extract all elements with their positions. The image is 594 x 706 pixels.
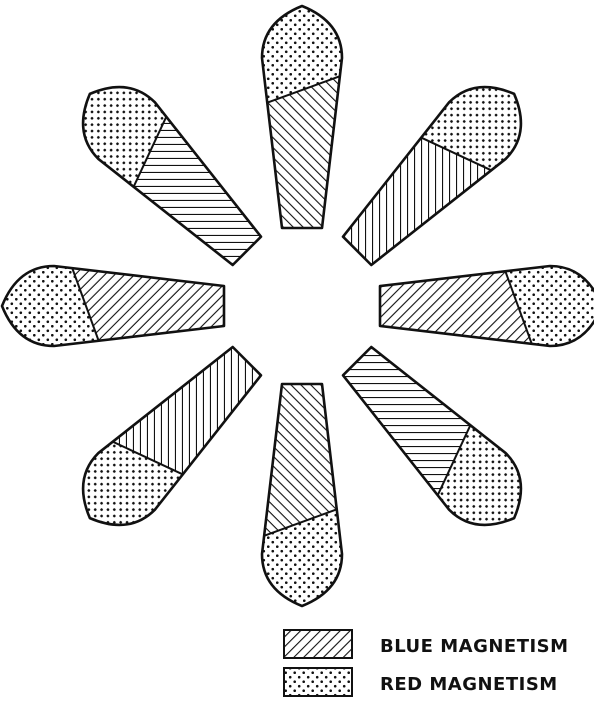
needle-right: [380, 262, 594, 350]
legend-label-red: RED MAGNETISM: [380, 674, 558, 695]
legend: BLUE MAGNETISM RED MAGNETISM: [284, 630, 569, 696]
needle-up: [258, 0, 346, 228]
legend-swatch-blue: [284, 630, 352, 658]
legend-label-blue: BLUE MAGNETISM: [380, 636, 569, 657]
legend-swatch-red: [284, 668, 352, 696]
needle-down-left: [45, 330, 278, 563]
needle-down-right: [326, 330, 559, 563]
needle-up-right: [326, 49, 559, 282]
needle-ring: [0, 0, 594, 626]
needle-left: [0, 262, 224, 350]
needle-down: [258, 384, 346, 626]
needle-blue-half: [62, 66, 276, 280]
needle-up-left: [45, 49, 278, 282]
